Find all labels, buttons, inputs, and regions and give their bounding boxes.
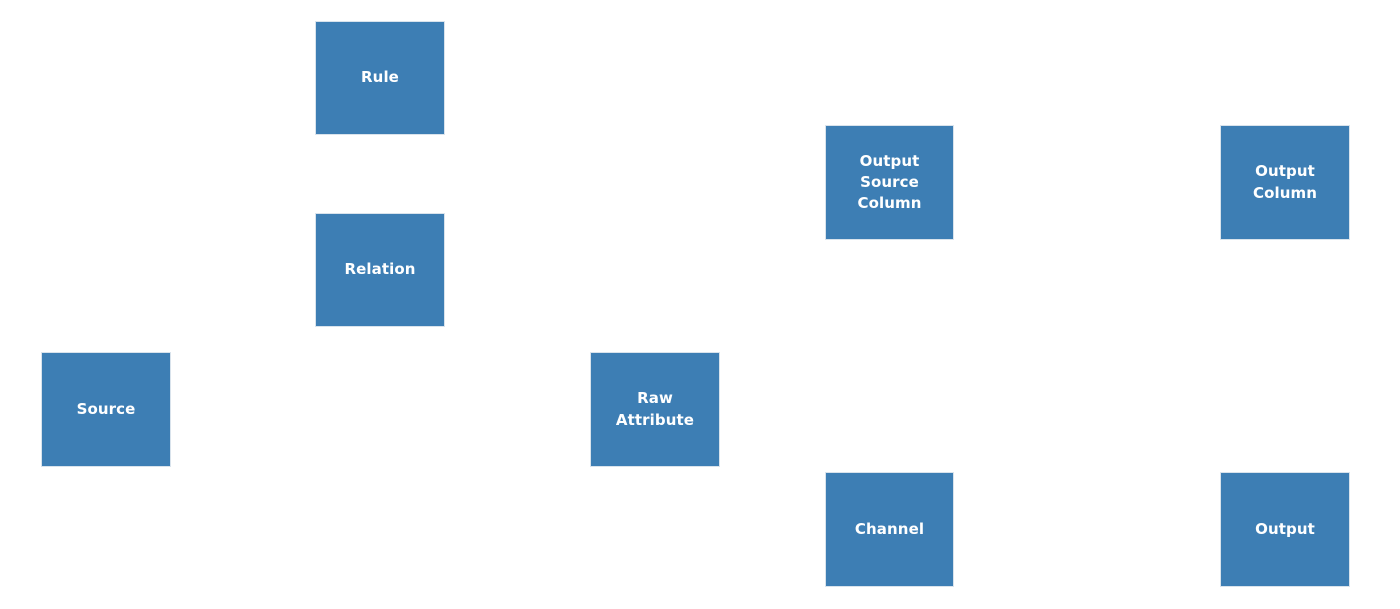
node-output-column[interactable]: Output Column	[1220, 125, 1350, 240]
node-relation[interactable]: Relation	[315, 213, 445, 327]
node-output-source-column-label: Output Source Column	[857, 151, 922, 213]
node-channel-label: Channel	[854, 519, 925, 538]
node-raw-attribute-label: Raw Attribute	[615, 389, 695, 429]
node-raw-attribute[interactable]: Raw Attribute	[590, 352, 720, 467]
node-rule[interactable]: Rule	[315, 21, 445, 135]
node-rule-label: Rule	[361, 68, 399, 87]
node-source-label: Source	[76, 399, 136, 418]
node-source[interactable]: Source	[41, 352, 171, 467]
node-output-source-column[interactable]: Output Source Column	[825, 125, 954, 240]
node-output[interactable]: Output	[1220, 472, 1350, 587]
node-output-column-label: Output Column	[1252, 162, 1318, 202]
node-relation-label: Relation	[344, 260, 416, 279]
node-channel[interactable]: Channel	[825, 472, 954, 587]
node-output-label: Output	[1255, 519, 1315, 538]
